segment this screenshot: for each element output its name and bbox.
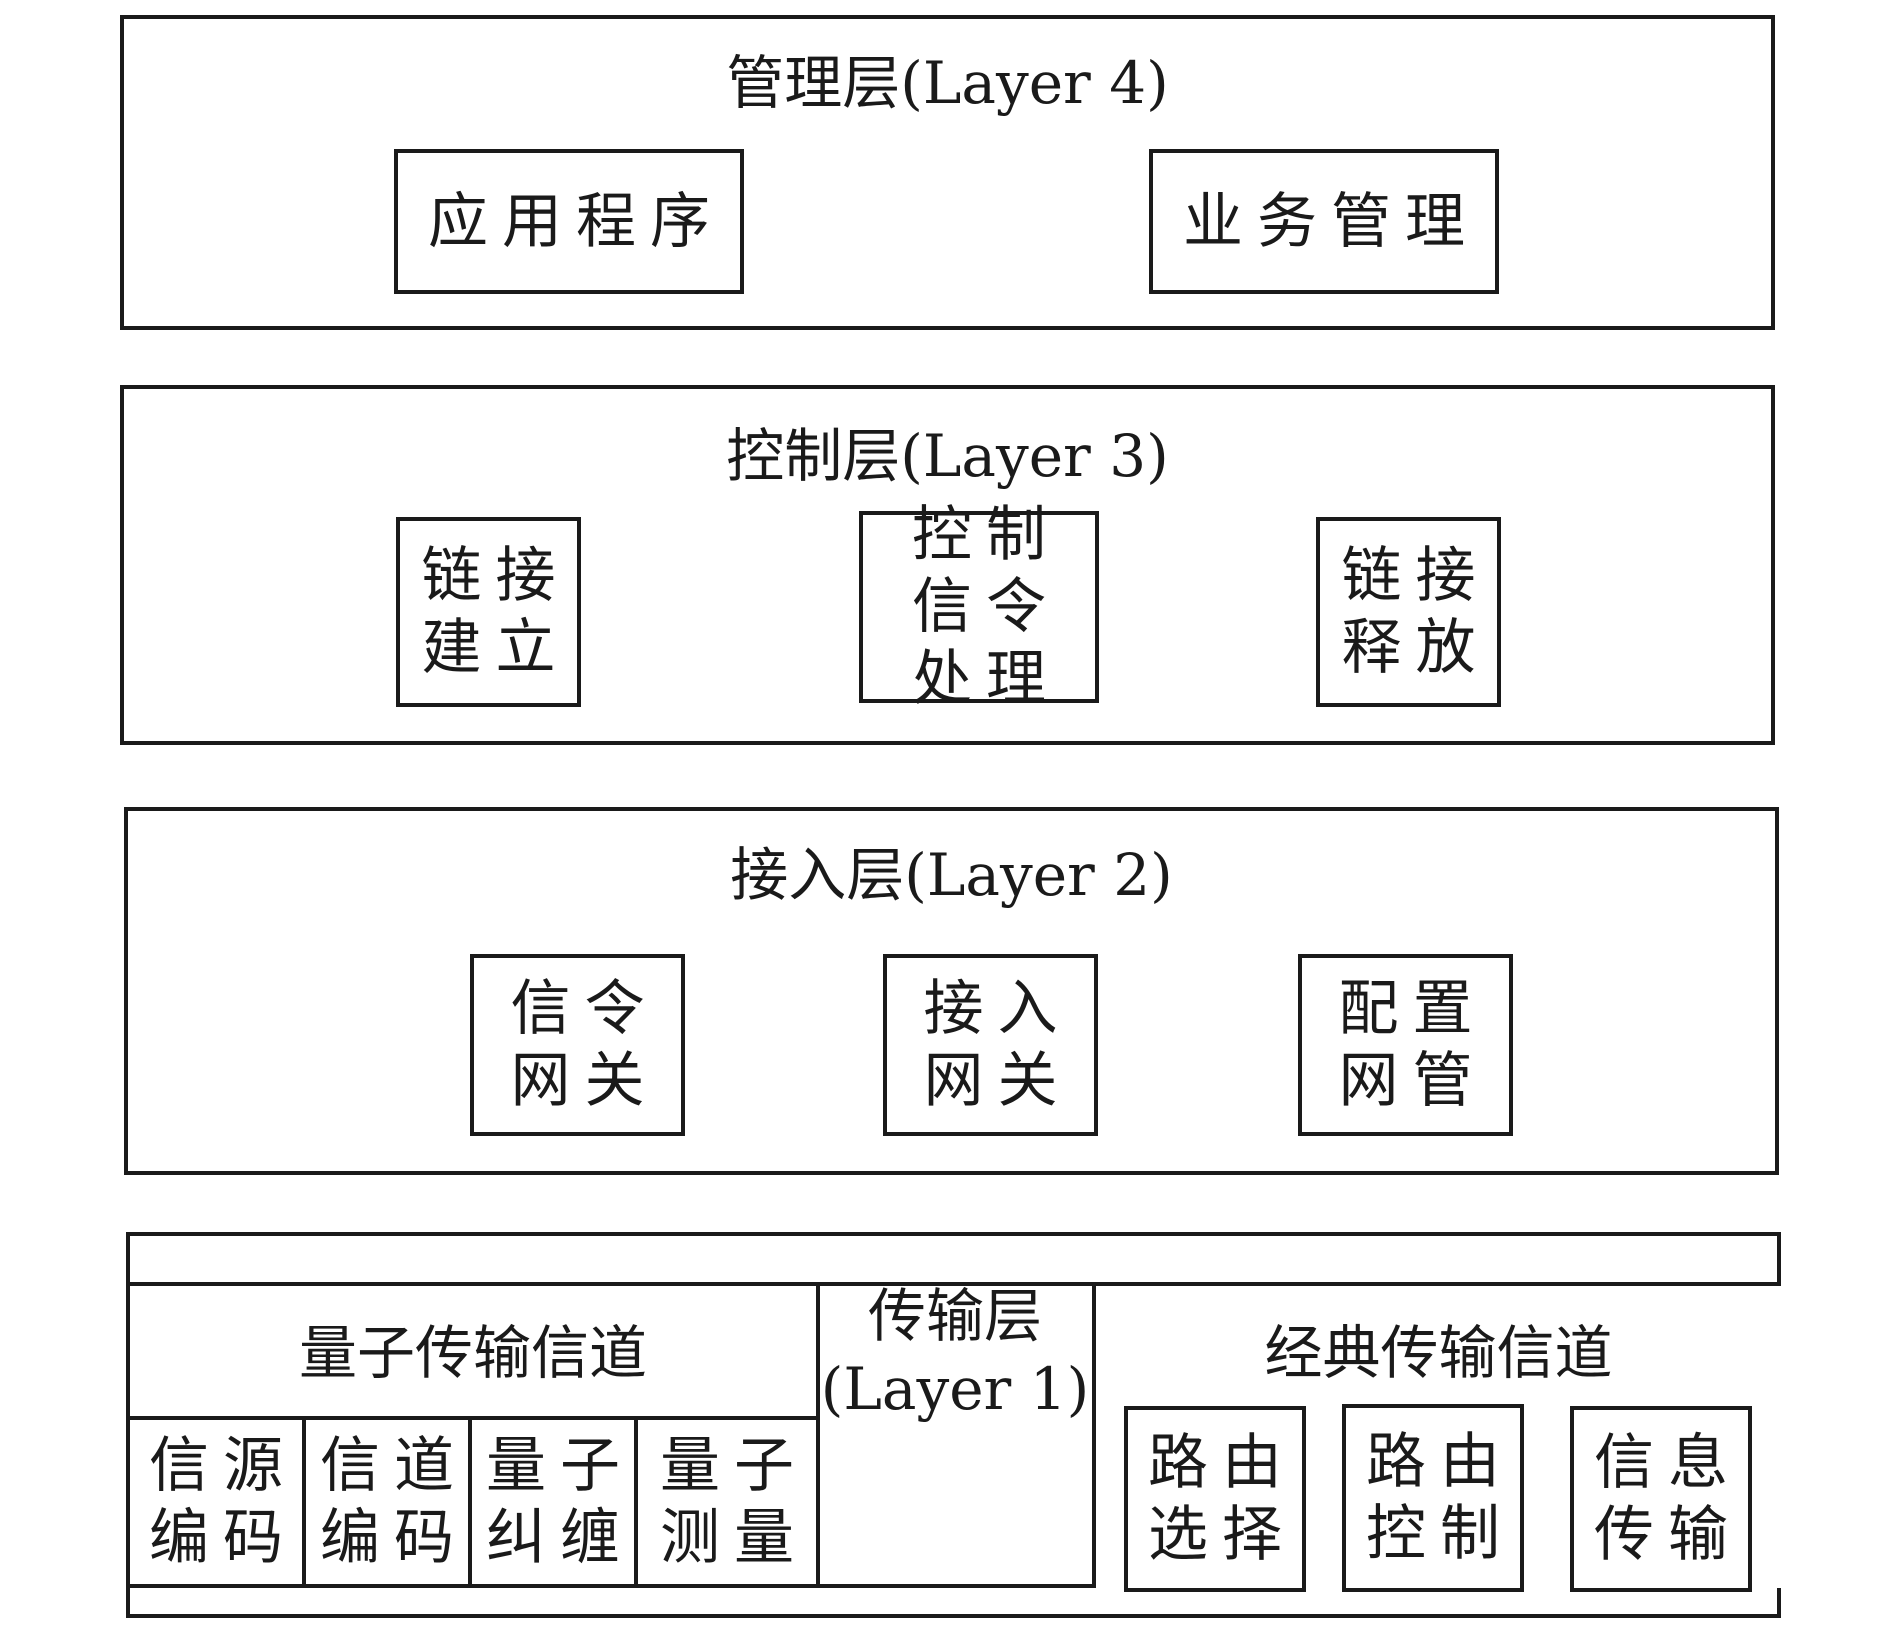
access-gateway-box: 接入网关 <box>883 954 1098 1136</box>
business-management-box: 业务管理 <box>1149 149 1499 294</box>
application-label: 应用程序 <box>428 186 724 257</box>
application-box: 应用程序 <box>394 149 744 294</box>
quantum-channel-title: 量子传输信道 <box>298 1319 647 1387</box>
layer-4-management: 管理层(Layer 4) 应用程序 业务管理 <box>120 15 1775 330</box>
quantum-measurement-label: 量子测量 <box>660 1431 808 1573</box>
info-transmission-box: 信息传输 <box>1570 1406 1752 1592</box>
quantum-panel-divider <box>130 1416 816 1420</box>
config-management-label: 配置网管 <box>1338 974 1487 1116</box>
quantum-cells-row: 信源编码 信道编码 量子纠缠 量子测量 <box>130 1420 816 1584</box>
link-setup-box: 链接建立 <box>396 517 581 707</box>
route-selection-label: 路由选择 <box>1148 1428 1296 1570</box>
layer-3-title: 控制层(Layer 3) <box>726 422 1169 490</box>
layer-3-control: 控制层(Layer 3) 链接建立 控制信令处理 链接释放 <box>120 385 1775 745</box>
route-selection-box: 路由选择 <box>1124 1406 1306 1592</box>
business-management-label: 业务管理 <box>1183 186 1479 257</box>
layer-2-title: 接入层(Layer 2) <box>730 841 1173 909</box>
signaling-gateway-label: 信令网关 <box>510 974 659 1116</box>
channel-coding-label: 信道编码 <box>320 1431 468 1573</box>
quantum-entanglement-label: 量子纠缠 <box>486 1431 634 1573</box>
signaling-gateway-box: 信令网关 <box>470 954 685 1136</box>
quantum-channel-panel: 量子传输信道 信源编码 信道编码 量子纠缠 量子测量 <box>126 1282 820 1588</box>
control-signaling-box: 控制信令处理 <box>859 500 1099 714</box>
layer-4-title: 管理层(Layer 4) <box>726 49 1169 117</box>
source-coding-cell: 信源编码 <box>130 1420 306 1584</box>
layer-2-access: 接入层(Layer 2) 信令网关 接入网关 配置网管 <box>124 807 1779 1175</box>
source-coding-label: 信源编码 <box>149 1431 297 1573</box>
link-release-label: 链接释放 <box>1341 541 1490 683</box>
control-signaling-label: 控制信令处理 <box>912 500 1060 714</box>
access-gateway-label: 接入网关 <box>923 974 1072 1116</box>
info-transmission-label: 信息传输 <box>1594 1428 1742 1570</box>
route-control-label: 路由控制 <box>1366 1427 1514 1569</box>
quantum-measurement-cell: 量子测量 <box>638 1420 816 1584</box>
classical-channel-panel: 经典传输信道 路由选择 路由控制 信息传输 <box>1092 1282 1781 1592</box>
config-management-box: 配置网管 <box>1298 954 1513 1136</box>
route-control-box: 路由控制 <box>1342 1404 1524 1592</box>
layer-1-top-rail <box>130 1282 1777 1286</box>
classical-channel-title: 经典传输信道 <box>1264 1319 1613 1387</box>
layer-1-transport: 传输层 (Layer 1) 量子传输信道 信源编码 信道编码 量子纠缠 量子测量… <box>126 1232 1781 1618</box>
link-setup-label: 链接建立 <box>421 541 570 683</box>
link-release-box: 链接释放 <box>1316 517 1501 707</box>
layer-1-bottom-rail <box>130 1584 1777 1588</box>
layer-1-title: 传输层 (Layer 1) <box>820 1282 1090 1423</box>
channel-coding-cell: 信道编码 <box>306 1420 472 1584</box>
quantum-entanglement-cell: 量子纠缠 <box>472 1420 638 1584</box>
